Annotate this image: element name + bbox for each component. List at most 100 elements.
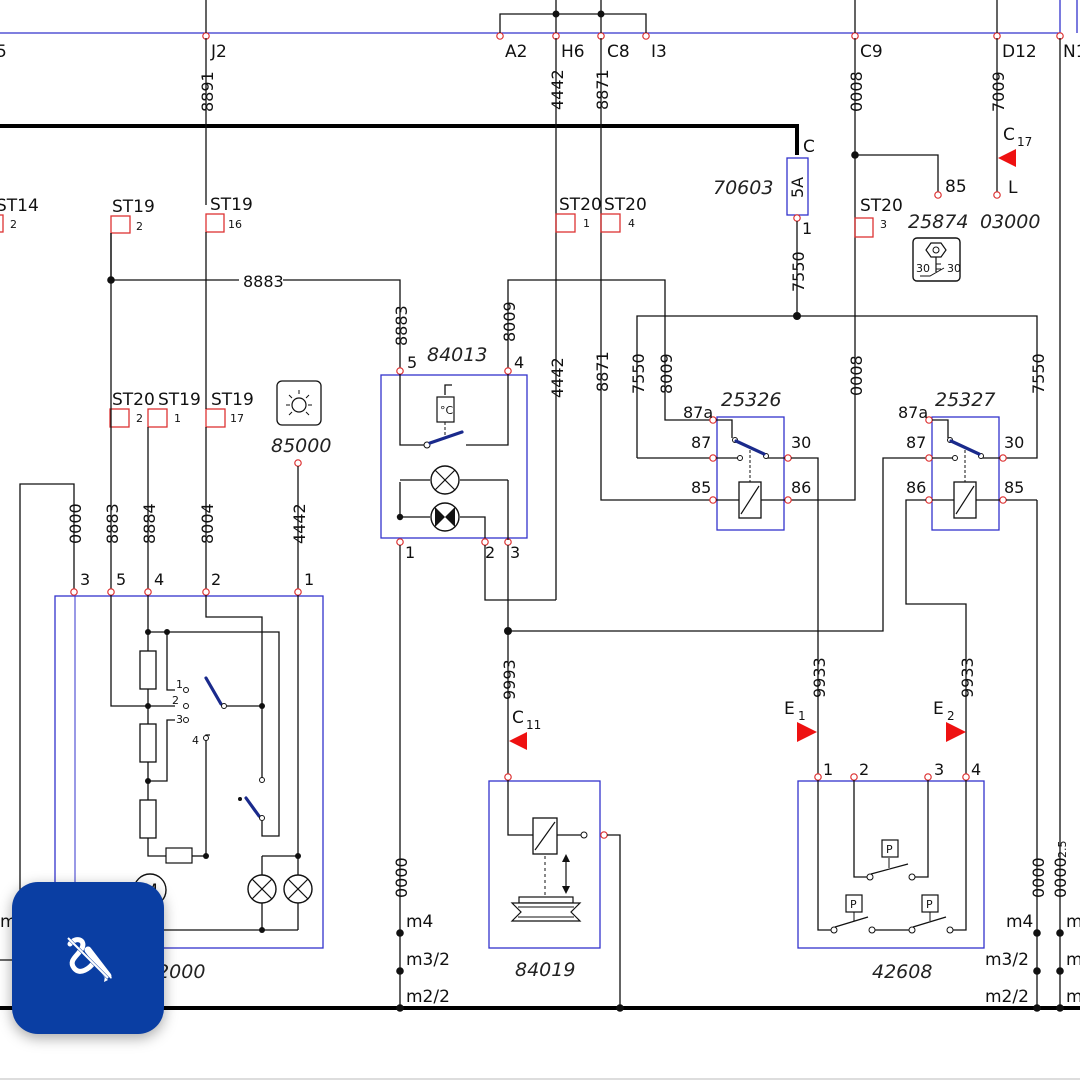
component-box-84013 bbox=[380, 374, 528, 539]
wire-number-8871-mid: 8871 bbox=[593, 351, 612, 392]
wire-number-8891: 8891 bbox=[198, 71, 217, 112]
wire-number-8004: 8004 bbox=[198, 503, 217, 544]
fuse-icon-82000 bbox=[165, 847, 193, 864]
svg-text:86: 86 bbox=[791, 478, 811, 497]
connector-label-c9: C9 bbox=[860, 42, 883, 62]
svg-text:85: 85 bbox=[691, 478, 711, 497]
st20-terminal-2-mid: ST20 2 bbox=[109, 390, 155, 428]
wire-number-4442-mid: 4442 bbox=[548, 357, 567, 398]
svg-text:ST20: ST20 bbox=[559, 195, 602, 215]
svg-text:1: 1 bbox=[405, 543, 415, 562]
ground-label-m3-2-right: m3/2 bbox=[985, 950, 1029, 970]
relay-box-25327 bbox=[931, 416, 1000, 531]
st19-terminal-17-mid: ST19 17 bbox=[205, 390, 254, 428]
component-id-85000: 85000 bbox=[271, 435, 331, 457]
pressure-switch-icon-c bbox=[921, 894, 939, 913]
terminal-i3 bbox=[642, 32, 650, 40]
svg-text:1: 1 bbox=[583, 217, 590, 230]
connector-e1-letter: E bbox=[784, 699, 795, 719]
svg-text:2: 2 bbox=[136, 412, 143, 425]
svg-text:ST19: ST19 bbox=[211, 390, 254, 410]
connector-label-j2: J2 bbox=[210, 42, 227, 62]
relay-25327: 25327 87a 87 86 30 85 bbox=[898, 389, 1024, 531]
resistor-icon-3 bbox=[139, 799, 157, 839]
wire-number-4442-top: 4442 bbox=[548, 69, 567, 110]
connector-e2-letter: E bbox=[933, 699, 944, 719]
pin-label-l: L bbox=[1008, 178, 1018, 198]
connector-c11-index: 11 bbox=[526, 718, 541, 732]
connector-arrow-c11 bbox=[509, 732, 527, 750]
component-id-84013: 84013 bbox=[427, 344, 487, 366]
svg-text:4: 4 bbox=[154, 570, 164, 589]
svg-text:17: 17 bbox=[230, 412, 244, 425]
svg-text:3: 3 bbox=[80, 570, 90, 589]
connector-e2-index: 2 bbox=[947, 709, 955, 723]
temperature-symbol: °C bbox=[440, 404, 454, 417]
relay-25326: 25326 87a 87 85 30 86 bbox=[683, 389, 811, 531]
svg-text:1: 1 bbox=[304, 570, 314, 589]
svg-text:ST20: ST20 bbox=[604, 195, 647, 215]
relay-box-25326 bbox=[716, 416, 785, 531]
ground-label-m-edge-3: m bbox=[1066, 987, 1080, 1007]
component-id-03000: 03000 bbox=[980, 211, 1040, 233]
connector-arrow-e1 bbox=[797, 722, 817, 742]
component-box-42608 bbox=[797, 780, 985, 949]
wire-number-7009: 7009 bbox=[989, 71, 1008, 112]
svg-text:87a: 87a bbox=[898, 403, 928, 422]
ground-label-m3-2-left: m3/2 bbox=[406, 950, 450, 970]
svg-text:4: 4 bbox=[628, 217, 635, 230]
st19-terminal-16: ST19 16 bbox=[205, 195, 253, 233]
resistor-icon-2 bbox=[139, 723, 157, 763]
svg-text:2: 2 bbox=[859, 760, 869, 779]
st14-terminal: ST14 2 bbox=[0, 196, 39, 233]
pin-label-85-25874: 85 bbox=[945, 177, 967, 197]
svg-text:1: 1 bbox=[174, 412, 181, 425]
svg-text:ST20: ST20 bbox=[860, 196, 903, 216]
svg-text:3: 3 bbox=[510, 543, 520, 562]
annotate-tool-button[interactable] bbox=[12, 882, 164, 1034]
terminal-a2 bbox=[496, 32, 504, 40]
wire-number-7550-right: 7550 bbox=[1029, 353, 1048, 394]
connector-label-a2: A2 bbox=[505, 42, 527, 62]
svg-text:3: 3 bbox=[934, 760, 944, 779]
wire-number-0000-84013: 0000 bbox=[392, 857, 411, 898]
component-box-84019 bbox=[488, 780, 601, 949]
st20-terminal-1: ST20 1 bbox=[555, 195, 602, 233]
wire-number-8883-lower: 8883 bbox=[103, 503, 122, 544]
svg-text:ST19: ST19 bbox=[210, 195, 253, 215]
svg-text:2: 2 bbox=[485, 543, 495, 562]
connector-arrow-e2 bbox=[946, 722, 966, 742]
ground-label-m2-2-left: m2/2 bbox=[406, 987, 450, 1007]
pulley-icon bbox=[510, 896, 582, 922]
bottom-divider bbox=[0, 1078, 1080, 1080]
wire-number-9993: 9993 bbox=[500, 659, 519, 700]
svg-text:P: P bbox=[850, 898, 857, 911]
sun-icon bbox=[276, 380, 322, 426]
connector-c11-letter: C bbox=[512, 708, 524, 728]
svg-text:ST19: ST19 bbox=[158, 390, 201, 410]
svg-text:2: 2 bbox=[172, 694, 179, 707]
svg-text:ST20: ST20 bbox=[112, 390, 155, 410]
svg-text:2: 2 bbox=[136, 220, 143, 233]
svg-text:87a: 87a bbox=[683, 403, 713, 422]
component-84019: 84019 bbox=[488, 773, 621, 1008]
svg-text:3: 3 bbox=[880, 218, 887, 231]
ground-label-m4-left: m4 bbox=[406, 912, 433, 932]
connector-arrow-c17 bbox=[998, 149, 1016, 167]
svg-text:30: 30 bbox=[1004, 433, 1024, 452]
svg-text:2: 2 bbox=[10, 218, 17, 231]
pen-tool-icon bbox=[64, 934, 112, 982]
battery-feed-wire bbox=[0, 124, 799, 155]
st19-terminal-2: ST19 2 bbox=[110, 197, 155, 234]
connector-label-h6: H6 bbox=[561, 42, 585, 62]
svg-text:1: 1 bbox=[176, 678, 183, 691]
st20-terminal-3: ST20 3 bbox=[854, 196, 903, 238]
wire-number-8871-top: 8871 bbox=[593, 69, 612, 110]
light-sensor-85000: 85000 bbox=[271, 380, 331, 467]
svg-text:5: 5 bbox=[116, 570, 126, 589]
svg-text:4: 4 bbox=[971, 760, 981, 779]
ground-label-m2-2-right: m2/2 bbox=[985, 987, 1029, 1007]
svg-text:4: 4 bbox=[192, 734, 199, 747]
component-id-25874: 25874 bbox=[908, 211, 968, 233]
